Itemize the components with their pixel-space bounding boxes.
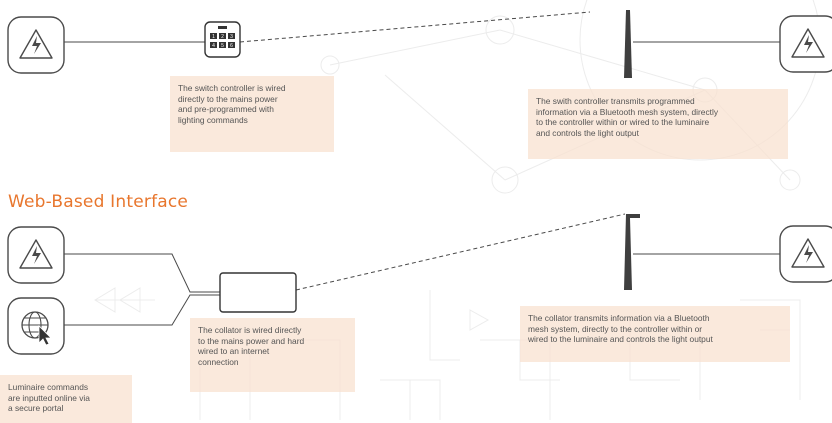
collator-box	[219, 272, 297, 313]
power-icon-bottom	[7, 226, 65, 284]
power-icon	[7, 16, 65, 74]
keypad-key-1: 1	[212, 34, 215, 40]
keypad-key-3: 3	[230, 34, 233, 40]
callout-collator-wired: The collator is wired directly to the ma…	[190, 318, 355, 392]
luminaire-pole-icon-top	[624, 10, 632, 78]
power-icon-right-top	[779, 15, 832, 73]
keypad-key-2: 2	[221, 34, 224, 40]
luminaire-pole-icon-bottom	[624, 214, 640, 290]
callout-switch-wired: The switch controller is wired directly …	[170, 76, 334, 152]
collator-bluetooth-link	[295, 213, 626, 291]
keypad-key-6: 6	[230, 43, 233, 49]
callout-switch-transmits: The swith controller transmits programme…	[528, 89, 788, 159]
internet-to-collator-wire	[64, 294, 220, 326]
callout-online-commands: Luminaire commands are inputted online v…	[0, 375, 132, 423]
power-icon-right-bottom	[779, 225, 832, 283]
keypad-key-5: 5	[221, 43, 224, 49]
callout-collator-transmits: The collator transmits information via a…	[520, 306, 790, 362]
section-heading-web-interface: Web-Based Interface	[8, 192, 189, 212]
switch-controller-keypad-icon: 1 2 3 4 5 6	[204, 21, 241, 58]
web-globe-cursor-icon	[7, 297, 65, 355]
keypad-key-4: 4	[212, 43, 215, 49]
keypad-keys: 1 2 3 4 5 6	[210, 33, 235, 49]
power-to-collator-wire	[64, 253, 220, 293]
switch-bluetooth-link	[239, 11, 591, 43]
